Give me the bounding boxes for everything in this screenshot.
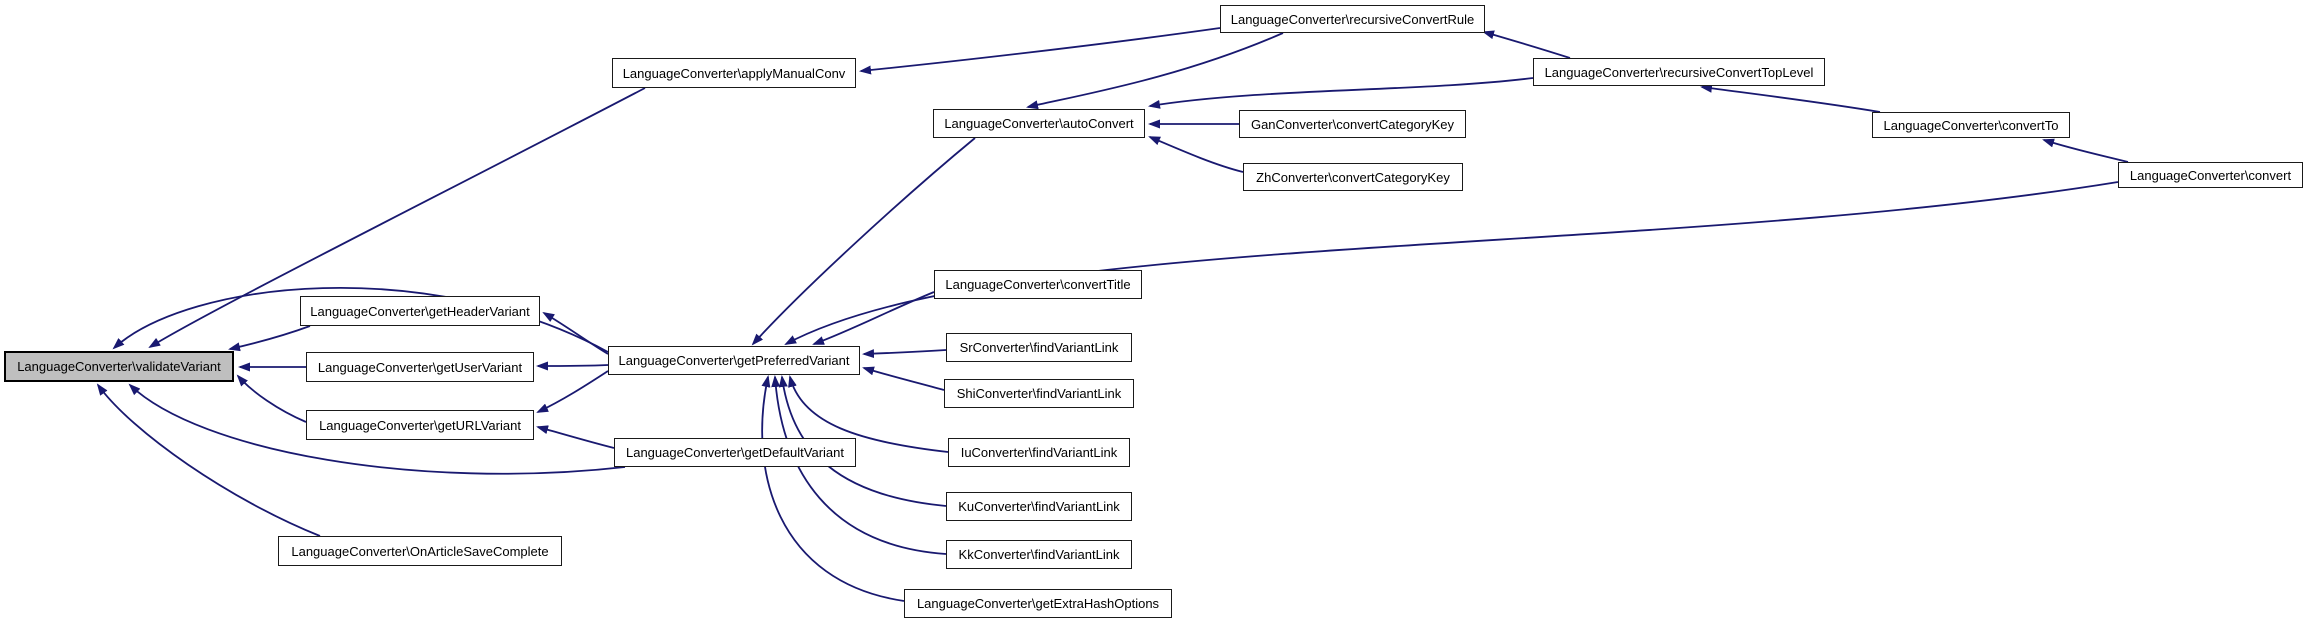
node-zhConvertCategoryKey[interactable]: ZhConverter\convertCategoryKey — [1243, 163, 1463, 191]
edge-zhConvertCategoryKey-to-autoConvert — [1148, 136, 1244, 173]
node-convert[interactable]: LanguageConverter\convert — [2118, 162, 2303, 188]
node-getPreferredVariant[interactable]: LanguageConverter\getPreferredVariant — [608, 346, 860, 375]
edge-getExtraHashOptions-to-getPreferredVariant — [761, 375, 905, 602]
node-getExtraHashOptions[interactable]: LanguageConverter\getExtraHashOptions — [904, 589, 1172, 618]
edge-convert-to-getPreferredVariant — [784, 181, 2119, 345]
node-convertTitle[interactable]: LanguageConverter\convertTitle — [934, 270, 1142, 299]
edge-autoConvert-to-getPreferredVariant — [751, 137, 976, 346]
edge-srFindVariantLink-to-getPreferredVariant — [862, 349, 947, 359]
node-kuFindVariantLink[interactable]: KuConverter\findVariantLink — [946, 492, 1132, 521]
node-shiFindVariantLink[interactable]: ShiConverter\findVariantLink — [944, 379, 1134, 408]
edge-kkFindVariantLink-to-getPreferredVariant — [771, 375, 947, 555]
edge-getDefaultVariant-to-getURLVariant — [536, 425, 615, 449]
node-applyManualConv[interactable]: LanguageConverter\applyManualConv — [612, 58, 856, 88]
node-getHeaderVariant[interactable]: LanguageConverter\getHeaderVariant — [300, 296, 540, 326]
edge-recursiveConvertRule-to-applyManualConv — [859, 27, 1221, 75]
edge-recursiveConvertTopLevel-to-recursiveConvertRule — [1482, 30, 1571, 59]
edge-recursiveConvertRule-to-autoConvert — [1026, 32, 1284, 110]
node-recursiveConvertRule[interactable]: LanguageConverter\recursiveConvertRule — [1220, 5, 1485, 33]
edge-getDefaultVariant-to-validateVariant — [128, 383, 626, 475]
node-getURLVariant[interactable]: LanguageConverter\getURLVariant — [306, 410, 534, 440]
edge-convertTitle-to-getPreferredVariant — [812, 291, 935, 345]
node-OnArticleSaveComplete[interactable]: LanguageConverter\OnArticleSaveComplete — [278, 536, 562, 566]
edge-getPreferredVariant-to-getUserVariant — [536, 361, 609, 371]
node-recursiveConvertTopLevel[interactable]: LanguageConverter\recursiveConvertTopLev… — [1533, 58, 1825, 86]
edge-convert-to-convertTo — [2042, 138, 2129, 163]
edge-recursiveConvertTopLevel-to-autoConvert — [1148, 77, 1534, 109]
edge-applyManualConv-to-validateVariant — [148, 87, 646, 349]
node-ganConvertCategoryKey[interactable]: GanConverter\convertCategoryKey — [1239, 110, 1466, 138]
edges-group — [96, 27, 2129, 602]
edge-getHeaderVariant-to-validateVariant — [228, 325, 311, 352]
node-autoConvert[interactable]: LanguageConverter\autoConvert — [933, 109, 1145, 138]
node-validateVariant[interactable]: LanguageConverter\validateVariant — [4, 351, 234, 382]
node-getDefaultVariant[interactable]: LanguageConverter\getDefaultVariant — [614, 438, 856, 467]
node-iuFindVariantLink[interactable]: IuConverter\findVariantLink — [948, 438, 1130, 467]
edge-iuFindVariantLink-to-getPreferredVariant — [788, 375, 949, 453]
edge-convertTo-to-recursiveConvertTopLevel — [1700, 83, 1881, 113]
node-kkFindVariantLink[interactable]: KkConverter\findVariantLink — [946, 540, 1132, 569]
edge-getPreferredVariant-to-getURLVariant — [536, 370, 609, 413]
node-getUserVariant[interactable]: LanguageConverter\getUserVariant — [306, 352, 534, 382]
edge-shiFindVariantLink-to-getPreferredVariant — [862, 366, 945, 391]
node-convertTo[interactable]: LanguageConverter\convertTo — [1872, 112, 2070, 138]
edge-getPreferredVariant-to-getHeaderVariant — [542, 311, 609, 355]
edge-getURLVariant-to-validateVariant — [236, 374, 307, 423]
edge-OnArticleSaveComplete-to-validateVariant — [96, 383, 321, 537]
node-srFindVariantLink[interactable]: SrConverter\findVariantLink — [946, 333, 1132, 362]
